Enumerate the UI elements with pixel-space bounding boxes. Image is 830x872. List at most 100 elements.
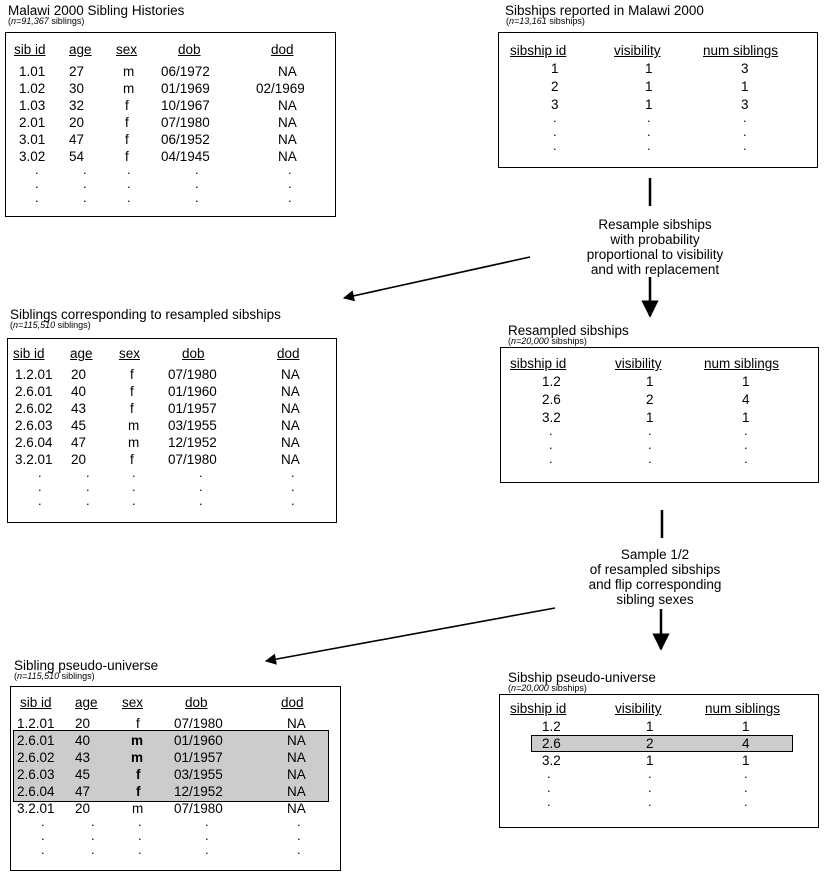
col-header: num siblings bbox=[703, 43, 779, 58]
table-cell: 2.6.01 bbox=[17, 733, 55, 748]
table-cell: 12/1952 bbox=[168, 435, 217, 450]
continuation-dots: ... bbox=[195, 162, 199, 205]
n-unit: siblings bbox=[57, 320, 88, 330]
table-cell: f bbox=[130, 452, 134, 467]
continuation-dots: ... bbox=[199, 465, 203, 508]
n-unit: sibships bbox=[551, 336, 584, 346]
table-cell: 2.6.03 bbox=[17, 767, 55, 782]
continuation-dots: ... bbox=[205, 814, 209, 857]
continuation-dots: ... bbox=[288, 162, 292, 205]
panel-title: Resampled sibships bbox=[508, 323, 629, 338]
table-cell: 3 bbox=[741, 97, 749, 112]
continuation-dots: ... bbox=[91, 814, 95, 857]
table-cell: 20 bbox=[75, 801, 91, 816]
n-unit: siblings bbox=[51, 16, 82, 26]
table-cell: 07/1980 bbox=[168, 452, 217, 467]
n-label: n=115,510 bbox=[13, 320, 56, 330]
flipped-sex-cell: m bbox=[131, 750, 144, 765]
table-pseudo-siblings: sib id age sex dob dod 1.2.01 20 f 07/19… bbox=[10, 686, 341, 871]
continuation-dots: ... bbox=[744, 423, 748, 466]
table-cell: 1 bbox=[646, 410, 654, 425]
table-cell: 4 bbox=[742, 736, 750, 751]
col-header: sib id bbox=[14, 42, 46, 57]
flipped-sex-cell: f bbox=[136, 784, 141, 799]
table-cell: 2 bbox=[551, 79, 559, 94]
table-cell: NA bbox=[278, 64, 297, 79]
table-cell: 06/1972 bbox=[161, 64, 210, 79]
table-cell: 2.01 bbox=[19, 115, 46, 130]
n-label: n=115,510 bbox=[17, 671, 60, 681]
table-cell: f bbox=[125, 149, 129, 164]
continuation-dots: ... bbox=[127, 162, 131, 205]
note-line: sibling sexes bbox=[616, 592, 694, 607]
table-malawi-siblings: sib id age sex dob dod 1.01 27 m 06/1972… bbox=[5, 32, 336, 217]
table-cell: 30 bbox=[69, 81, 85, 96]
table-cell: 2.6.04 bbox=[15, 435, 53, 450]
continuation-dots: ... bbox=[648, 423, 652, 466]
col-header: sex bbox=[116, 42, 138, 57]
table-cell: 01/1969 bbox=[161, 81, 210, 96]
n-unit: sibships bbox=[549, 16, 582, 26]
table-cell: NA bbox=[281, 418, 300, 433]
table-cell: 1 bbox=[551, 61, 559, 76]
table-cell: 3.01 bbox=[19, 132, 46, 147]
table-cell: 2.6.03 bbox=[15, 418, 53, 433]
continuation-dots: ... bbox=[547, 766, 551, 809]
table-cell: 2.6.01 bbox=[15, 384, 53, 399]
table-cell: 1.02 bbox=[19, 81, 46, 96]
table-cell: 07/1980 bbox=[168, 367, 217, 382]
table-cell: 20 bbox=[69, 115, 85, 130]
panel-subtitle: (n=20,000 sibships) bbox=[508, 683, 587, 693]
table-cell: 01/1960 bbox=[168, 384, 217, 399]
table-cell: NA bbox=[281, 435, 300, 450]
table-cell: f bbox=[130, 384, 134, 399]
table-cell: 3.2.01 bbox=[17, 801, 55, 816]
table-cell: 2.6.02 bbox=[17, 750, 55, 765]
col-header: dob bbox=[185, 695, 208, 710]
col-header: dob bbox=[182, 346, 205, 361]
panel-title: Sibships reported in Malawi 2000 bbox=[505, 3, 704, 18]
col-header: sex bbox=[122, 695, 144, 710]
table-cell: NA bbox=[287, 767, 306, 782]
table-cell: 20 bbox=[71, 452, 87, 467]
col-header: sibship id bbox=[510, 356, 567, 371]
table-cell: 07/1980 bbox=[161, 115, 210, 130]
table-cell: 04/1945 bbox=[161, 149, 210, 164]
n-unit: siblings bbox=[61, 671, 92, 681]
table-cell: m bbox=[123, 64, 135, 79]
table-pseudo-sibships: sibship id visibility num siblings 1.2 1… bbox=[499, 694, 819, 828]
table-cell: 4 bbox=[742, 392, 750, 407]
note-line: with probability bbox=[610, 232, 700, 247]
table-cell: 3.02 bbox=[19, 149, 46, 164]
table-cell: 1 bbox=[646, 374, 654, 389]
note-line: proportional to visibility bbox=[586, 247, 724, 262]
continuation-dots: ... bbox=[553, 110, 557, 153]
table-cell: NA bbox=[287, 784, 306, 799]
col-header: sibship id bbox=[510, 43, 567, 58]
table-cell: 3.2 bbox=[542, 410, 561, 425]
table-cell: 10/1967 bbox=[161, 98, 210, 113]
table-cell: 1 bbox=[742, 753, 750, 768]
col-header: dod bbox=[271, 42, 294, 57]
note-line: Sample 1/2 bbox=[620, 547, 690, 562]
table-cell: NA bbox=[281, 384, 300, 399]
table-cell: m bbox=[123, 81, 135, 96]
col-header: num siblings bbox=[705, 701, 781, 716]
panel-subtitle: (n=115,510 siblings) bbox=[14, 671, 95, 681]
table-cell: 01/1957 bbox=[168, 401, 217, 416]
table-cell: 3 bbox=[551, 97, 559, 112]
panel-title: Malawi 2000 Sibling Histories bbox=[8, 3, 185, 18]
table-cell: NA bbox=[287, 801, 306, 816]
flipped-sex-cell: f bbox=[136, 767, 141, 782]
table-cell: 1 bbox=[645, 61, 653, 76]
table-cell: NA bbox=[278, 115, 297, 130]
table-cell: 27 bbox=[69, 64, 85, 79]
table-cell: NA bbox=[287, 716, 306, 731]
note-line: Resample sibships bbox=[598, 217, 712, 232]
note-line: and with replacement bbox=[590, 262, 720, 277]
col-header: visibility bbox=[615, 356, 662, 371]
table-cell: f bbox=[125, 132, 129, 147]
n-label: n=13,161 bbox=[509, 16, 547, 26]
table-cell: 07/1980 bbox=[174, 716, 223, 731]
continuation-dots: ... bbox=[291, 465, 295, 508]
